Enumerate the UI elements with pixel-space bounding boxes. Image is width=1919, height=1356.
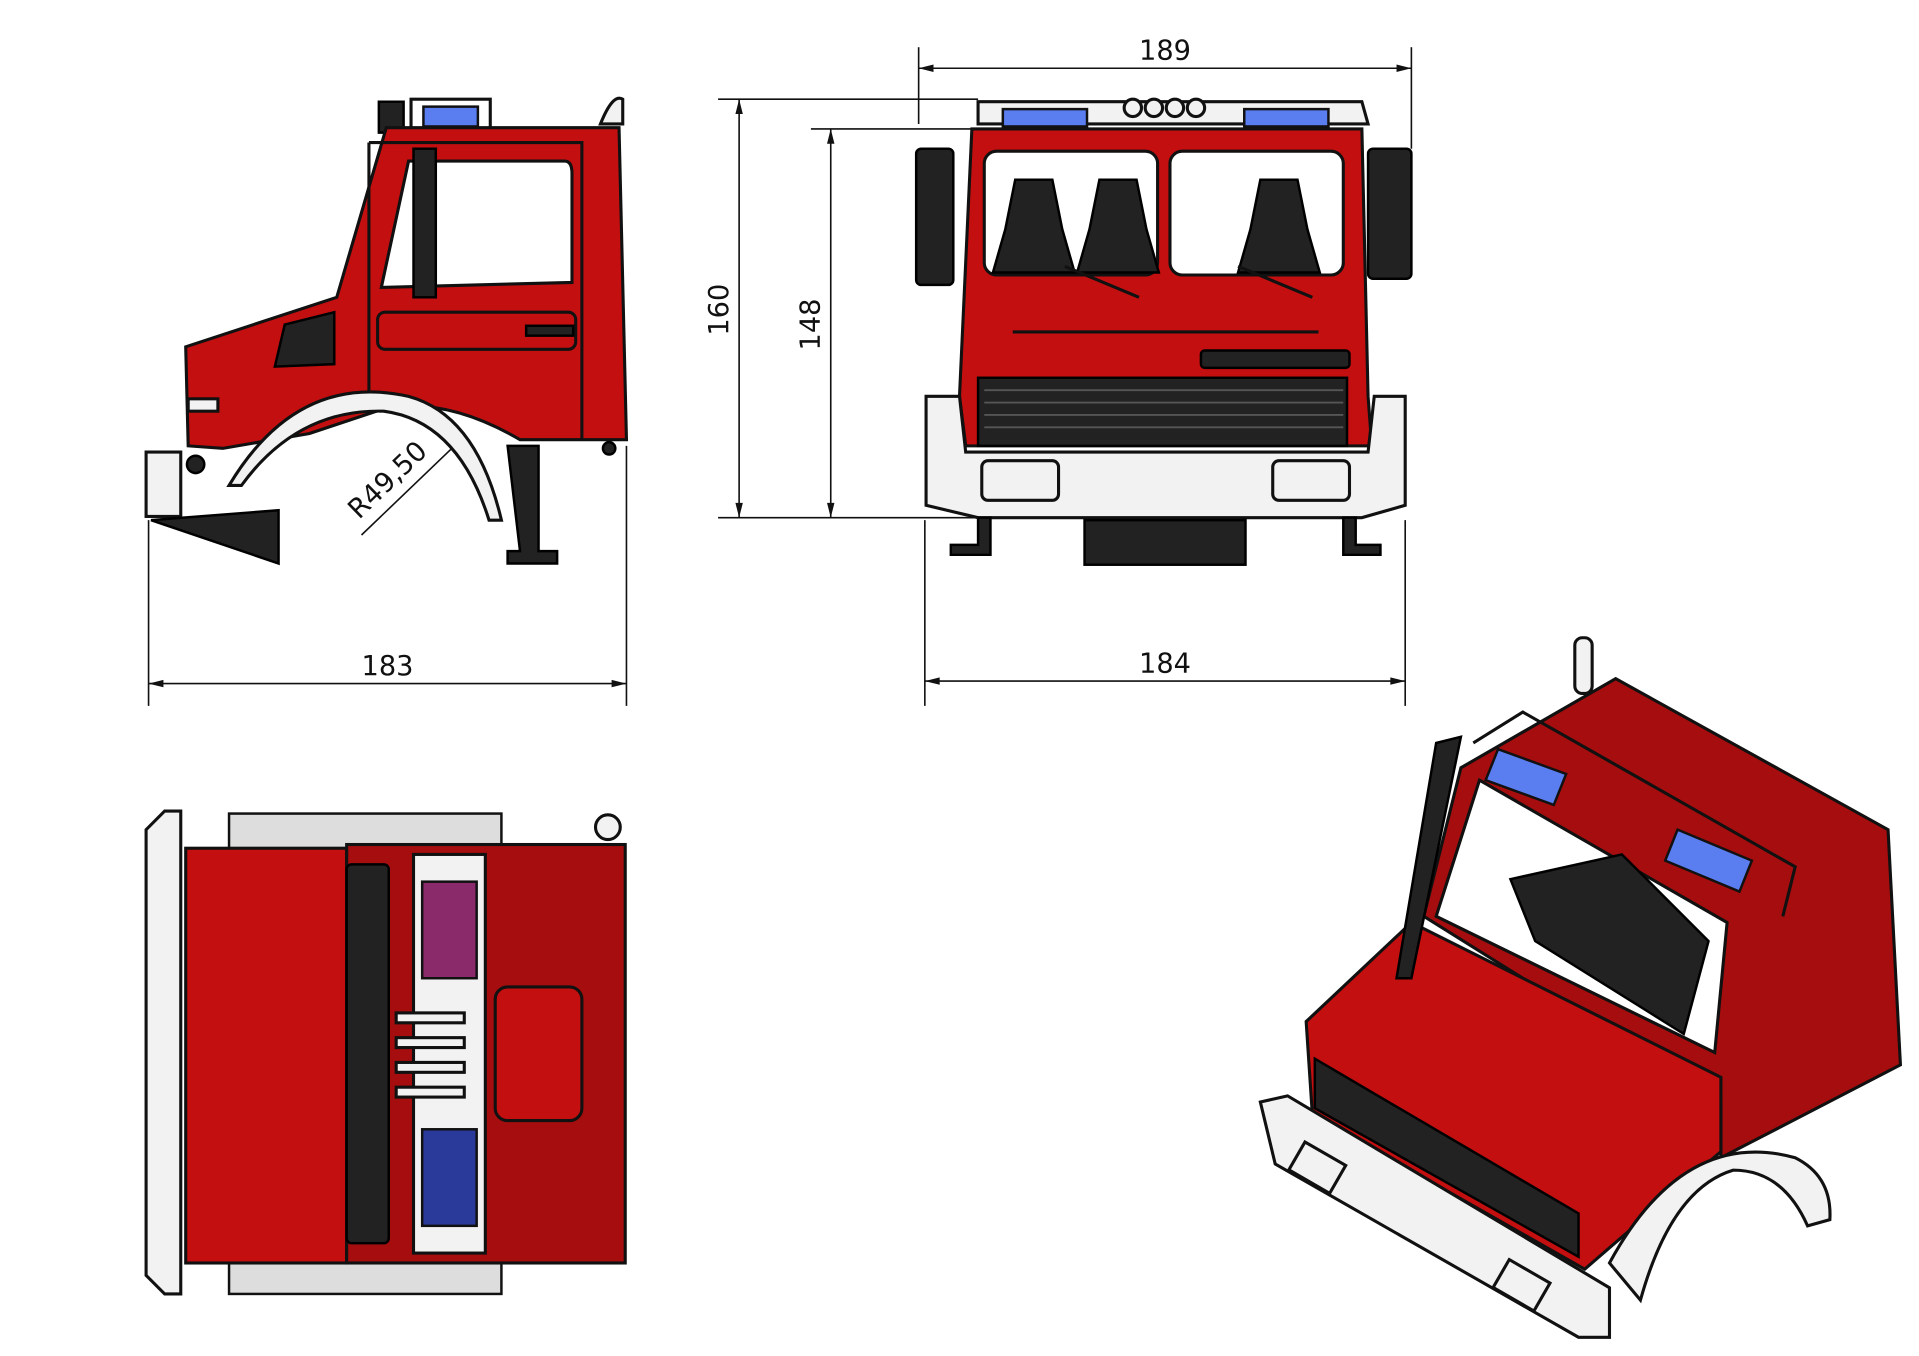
- side-beacon: [422, 105, 480, 128]
- side-tow-eye: [185, 454, 206, 475]
- side-mirror-arm: [412, 147, 438, 299]
- iso-fender: [1607, 1150, 1832, 1304]
- wiper-right: [1237, 264, 1313, 299]
- side-fender: [226, 390, 504, 522]
- iso-headlight-right: [1491, 1257, 1553, 1314]
- radius-dim-line: [360, 447, 453, 536]
- iso-snorkel: [1395, 735, 1463, 980]
- side-view: R49,50 183: [144, 96, 629, 706]
- mirror-left: [914, 147, 955, 287]
- top-horn-tip: [593, 813, 622, 842]
- side-step: [506, 444, 559, 565]
- side-light: [186, 397, 220, 413]
- top-hatch: [493, 985, 584, 1123]
- length-label: 183: [362, 651, 414, 682]
- side-horn: [598, 96, 625, 126]
- front-beacon-left: [1001, 107, 1089, 128]
- iso-grille: [1313, 1056, 1580, 1259]
- top-beacon-rear: [420, 880, 478, 980]
- top-width-label: 189: [1139, 36, 1191, 67]
- iso-view: [1258, 636, 1903, 1339]
- side-door-window: [379, 159, 574, 289]
- side-door-handle: [524, 324, 575, 337]
- grille-slats: [984, 389, 1344, 429]
- top-bumper: [144, 809, 183, 1296]
- top-horns: [394, 1011, 466, 1099]
- side-door-panel: [376, 310, 578, 351]
- roof-height-label: 148: [796, 299, 827, 351]
- iso-headlight-left: [1286, 1139, 1348, 1196]
- iso-roof-rack: [1472, 710, 1797, 917]
- front-emblem-vents: [1199, 349, 1351, 370]
- iso-beacon-right: [1663, 828, 1754, 894]
- side-vent: [273, 310, 336, 368]
- front-beacon-right: [1243, 107, 1330, 128]
- side-door-outline: [368, 140, 584, 440]
- front-step-right: [1342, 516, 1382, 557]
- front-spotlights: [1122, 97, 1207, 119]
- front-step-left: [949, 516, 992, 557]
- iso-seats: [1508, 853, 1710, 1036]
- height-label: 160: [704, 284, 735, 336]
- headlight-left: [980, 459, 1061, 502]
- headlight-right: [1271, 459, 1352, 502]
- front-view: 189 160 148 184: [704, 36, 1413, 706]
- top-windshield: [345, 863, 390, 1245]
- iso-beacon-left: [1484, 747, 1568, 807]
- bottom-width-label: 184: [1139, 648, 1191, 679]
- front-skid: [1083, 518, 1247, 566]
- side-skid: [150, 508, 280, 566]
- top-view: [144, 809, 627, 1296]
- front-grille: [976, 376, 1349, 448]
- seat-3: [1236, 178, 1322, 274]
- top-beacon-front: [420, 1128, 478, 1228]
- seat-1: [991, 178, 1077, 274]
- radius-label: R49,50: [342, 436, 433, 526]
- top-hood: [184, 846, 349, 1265]
- mirror-right: [1366, 147, 1413, 280]
- wiper-left: [1064, 264, 1140, 299]
- side-hook: [601, 440, 617, 456]
- iso-antenna: [1573, 636, 1594, 696]
- side-bumper: [144, 450, 183, 518]
